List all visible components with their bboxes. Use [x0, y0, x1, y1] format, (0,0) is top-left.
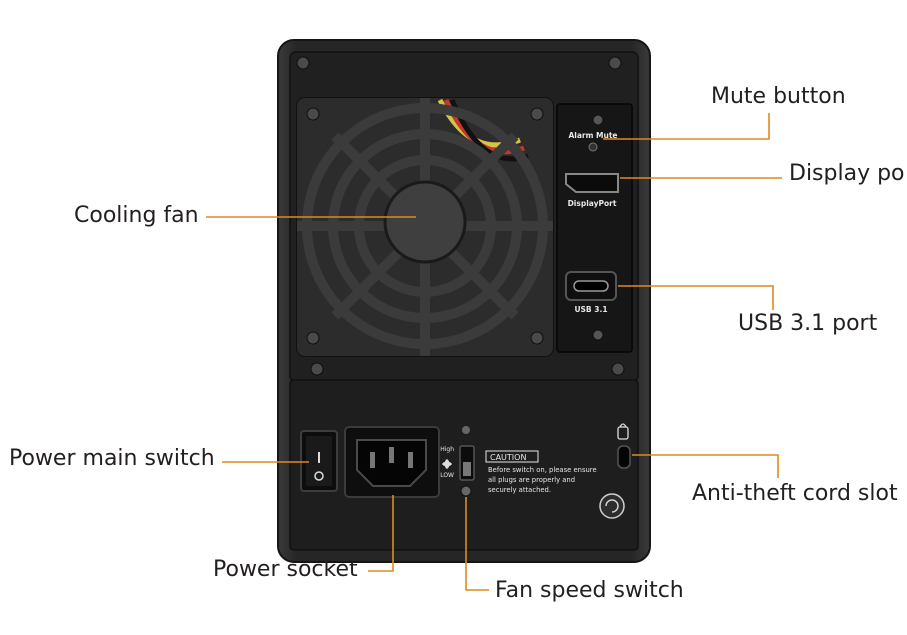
fan-high-label: High: [440, 446, 454, 453]
caution-line-3: securely attached.: [488, 486, 551, 494]
fan-speed-switch-callout: Fan speed switch: [495, 578, 684, 603]
leader-mute: [603, 113, 770, 140]
recycle-icon: [599, 493, 625, 519]
caution-line-2: all plugs are properly and: [488, 476, 575, 484]
displayport-connector[interactable]: [565, 173, 619, 193]
display-port-callout: Display po: [789, 161, 905, 186]
displayport-label: DisplayPort: [568, 199, 617, 208]
caution-label: [485, 450, 539, 463]
anti-theft-slot[interactable]: [617, 445, 631, 469]
usb-label: USB 3.1: [574, 305, 607, 314]
fan-speed-switch[interactable]: [459, 426, 475, 497]
cooling-fan-callout: Cooling fan: [74, 203, 199, 228]
mute-button-callout: Mute button: [711, 84, 846, 109]
fan-low-label: LOW: [440, 472, 454, 479]
alarm-mute-label: Alarm Mute: [568, 131, 617, 140]
power-main-switch[interactable]: [300, 430, 338, 492]
usb-port-callout: USB 3.1 port: [738, 311, 878, 336]
anti-theft-callout: Anti-theft cord slot: [692, 481, 898, 506]
leader-anti-theft: [632, 454, 779, 478]
power-main-switch-callout: Power main switch: [9, 446, 215, 471]
fan-icon: [442, 459, 452, 469]
caution-title: CAUTION: [490, 453, 526, 462]
power-socket[interactable]: [344, 426, 440, 498]
lock-icon: [617, 423, 629, 440]
leader-usb: [618, 285, 774, 310]
caution-line-1: Before switch on, please ensure: [488, 466, 597, 474]
leader-fan-speed: [465, 497, 489, 591]
mute-button[interactable]: [588, 142, 598, 152]
usb-c-connector[interactable]: [565, 271, 617, 301]
cooling-fan: [296, 97, 554, 357]
power-socket-callout: Power socket: [213, 557, 358, 582]
leader-lines: [206, 113, 782, 591]
screw-icon: [296, 56, 625, 376]
port-plate: [556, 103, 633, 353]
leader-power-socket: [368, 495, 394, 572]
